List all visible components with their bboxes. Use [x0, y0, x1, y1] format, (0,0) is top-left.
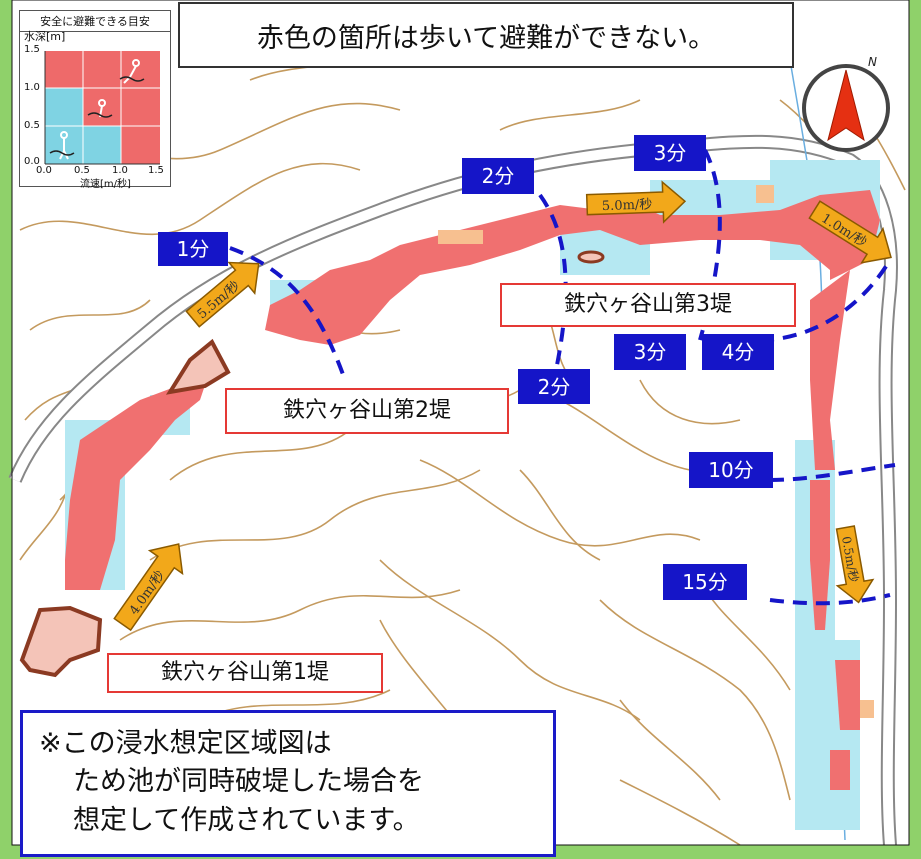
dam-label-2: 鉄穴ヶ谷山第2堤 [225, 388, 509, 434]
buildings [438, 185, 874, 718]
legend-x-tick: 0.5 [74, 165, 90, 176]
note-line-3: 想定して作成されています。 [73, 804, 420, 836]
legend-title: 安全に避難できる目安 [20, 11, 170, 32]
dam-label-1: 鉄穴ヶ谷山第1堤 [107, 653, 383, 693]
evacuation-legend: 安全に避難できる目安 水深[m] 1.5 1.0 0.5 0.0 0.0 [19, 10, 171, 190]
arrival-time-label: 3分 [614, 334, 686, 370]
assumption-note: ※この浸水想定区域図は ため池が同時破堤した場合を 想定して作成されています。 [20, 710, 556, 857]
legend-x-tick: 1.0 [112, 165, 128, 176]
arrival-time-label: 2分 [518, 369, 590, 404]
note-line-1: ※この浸水想定区域図は [39, 728, 332, 759]
legend-y-tick: 1.0 [24, 82, 40, 93]
arrival-time-label: 1分 [158, 232, 228, 266]
arrival-time-label: 3分 [634, 135, 706, 171]
dam-2-pond [165, 338, 231, 395]
legend-chart [44, 51, 160, 165]
dam-3-pond [577, 250, 605, 264]
north-label: N [868, 55, 877, 69]
compass: N [802, 55, 890, 152]
legend-x-tick: 1.5 [148, 165, 164, 176]
legend-x-tick: 0.0 [36, 165, 52, 176]
legend-x-label: 流速[m/秒] [80, 179, 131, 190]
warning-banner: 赤色の箇所は歩いて避難ができない。 [178, 2, 794, 68]
dam-label-3: 鉄穴ヶ谷山第3堤 [500, 283, 796, 327]
velocity-label: 5.0m/秒 [602, 197, 653, 214]
arrival-time-label: 15分 [663, 564, 747, 600]
arrival-time-label: 2分 [462, 158, 534, 194]
flood-zone-deep [65, 190, 880, 790]
legend-y-tick: 1.5 [24, 44, 40, 55]
road [8, 134, 898, 846]
arrival-time-label: 10分 [689, 452, 773, 488]
dam-1-pond [19, 605, 103, 678]
legend-y-tick: 0.5 [24, 120, 40, 131]
legend-y-label: 水深[m] [24, 30, 66, 43]
legend-y-tick: 0.0 [24, 156, 40, 167]
note-line-2: ため池が同時破堤した場合を [73, 766, 424, 798]
arrival-time-label: 4分 [702, 334, 774, 370]
